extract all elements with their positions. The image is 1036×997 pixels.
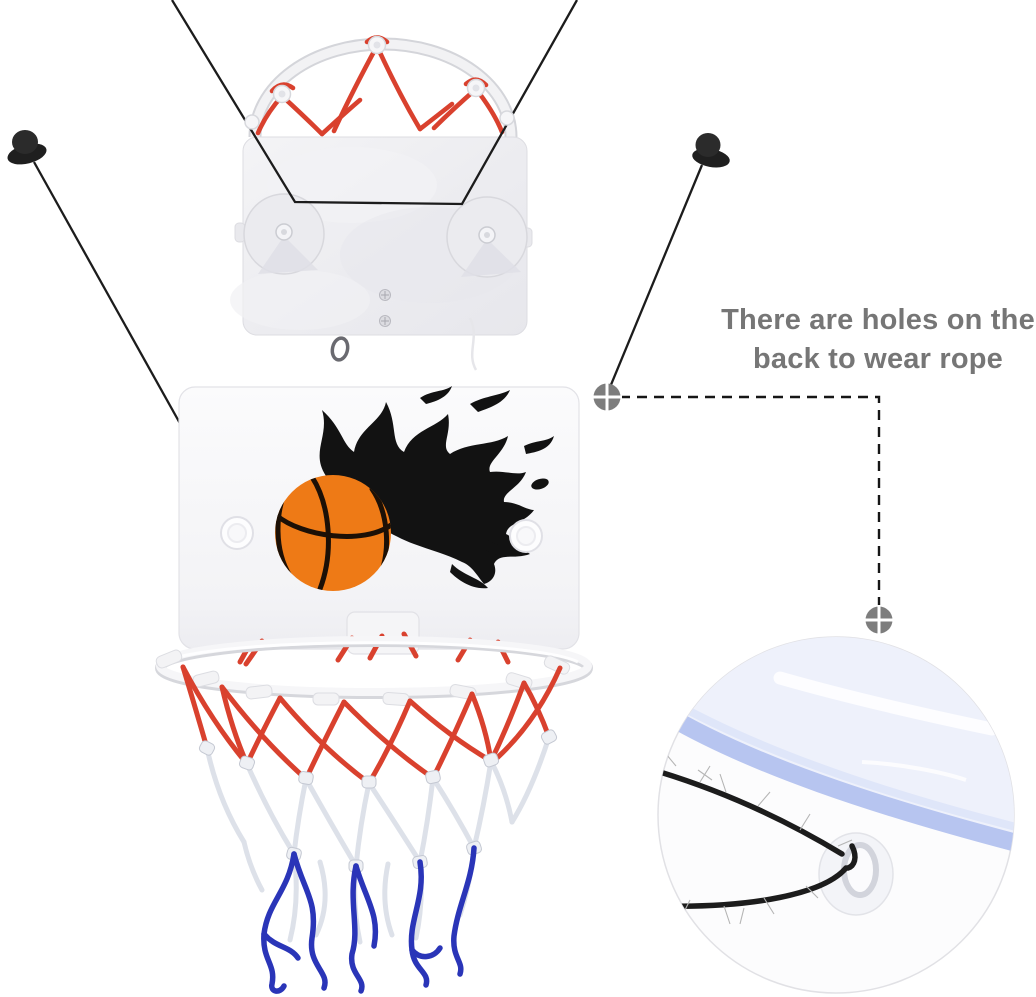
rim-bracket	[346, 611, 420, 655]
zoom-inset-circle	[657, 636, 1015, 994]
basketball	[275, 475, 391, 591]
rope-hole-ring	[330, 336, 350, 362]
suction-cup-closeup	[658, 637, 1014, 925]
net-front	[180, 664, 563, 994]
net-hook-rings	[244, 35, 515, 130]
annotation-line-1: There are holes on the	[721, 304, 1035, 336]
hanging-string-left	[32, 161, 184, 428]
net-red-section	[180, 664, 563, 786]
suction-cup-left-back	[243, 193, 325, 275]
suction-cup-right-back	[446, 196, 528, 278]
hanging-string-right	[606, 164, 704, 393]
dashed-leader-line	[620, 395, 881, 608]
back-rope	[171, 0, 579, 206]
annotation-line-2: back to wear rope	[753, 343, 1003, 375]
flames	[319, 386, 554, 589]
loose-string	[468, 317, 478, 371]
rope-closeup	[658, 753, 858, 925]
screws	[379, 289, 391, 327]
crosshair-marker-top	[592, 382, 622, 412]
board-sheen	[230, 270, 370, 330]
net-blue-section	[261, 845, 477, 994]
wall-pin-left	[7, 130, 47, 165]
main-backboard	[178, 386, 580, 655]
wall-pin-right	[692, 133, 730, 168]
hoop-rim-front	[155, 631, 593, 707]
suction-knob-right	[509, 519, 543, 553]
suction-knob-left	[220, 516, 254, 550]
crosshair-marker-bottom	[864, 605, 894, 635]
annotation-text: There are holes on the back to wear rope	[706, 301, 1036, 379]
